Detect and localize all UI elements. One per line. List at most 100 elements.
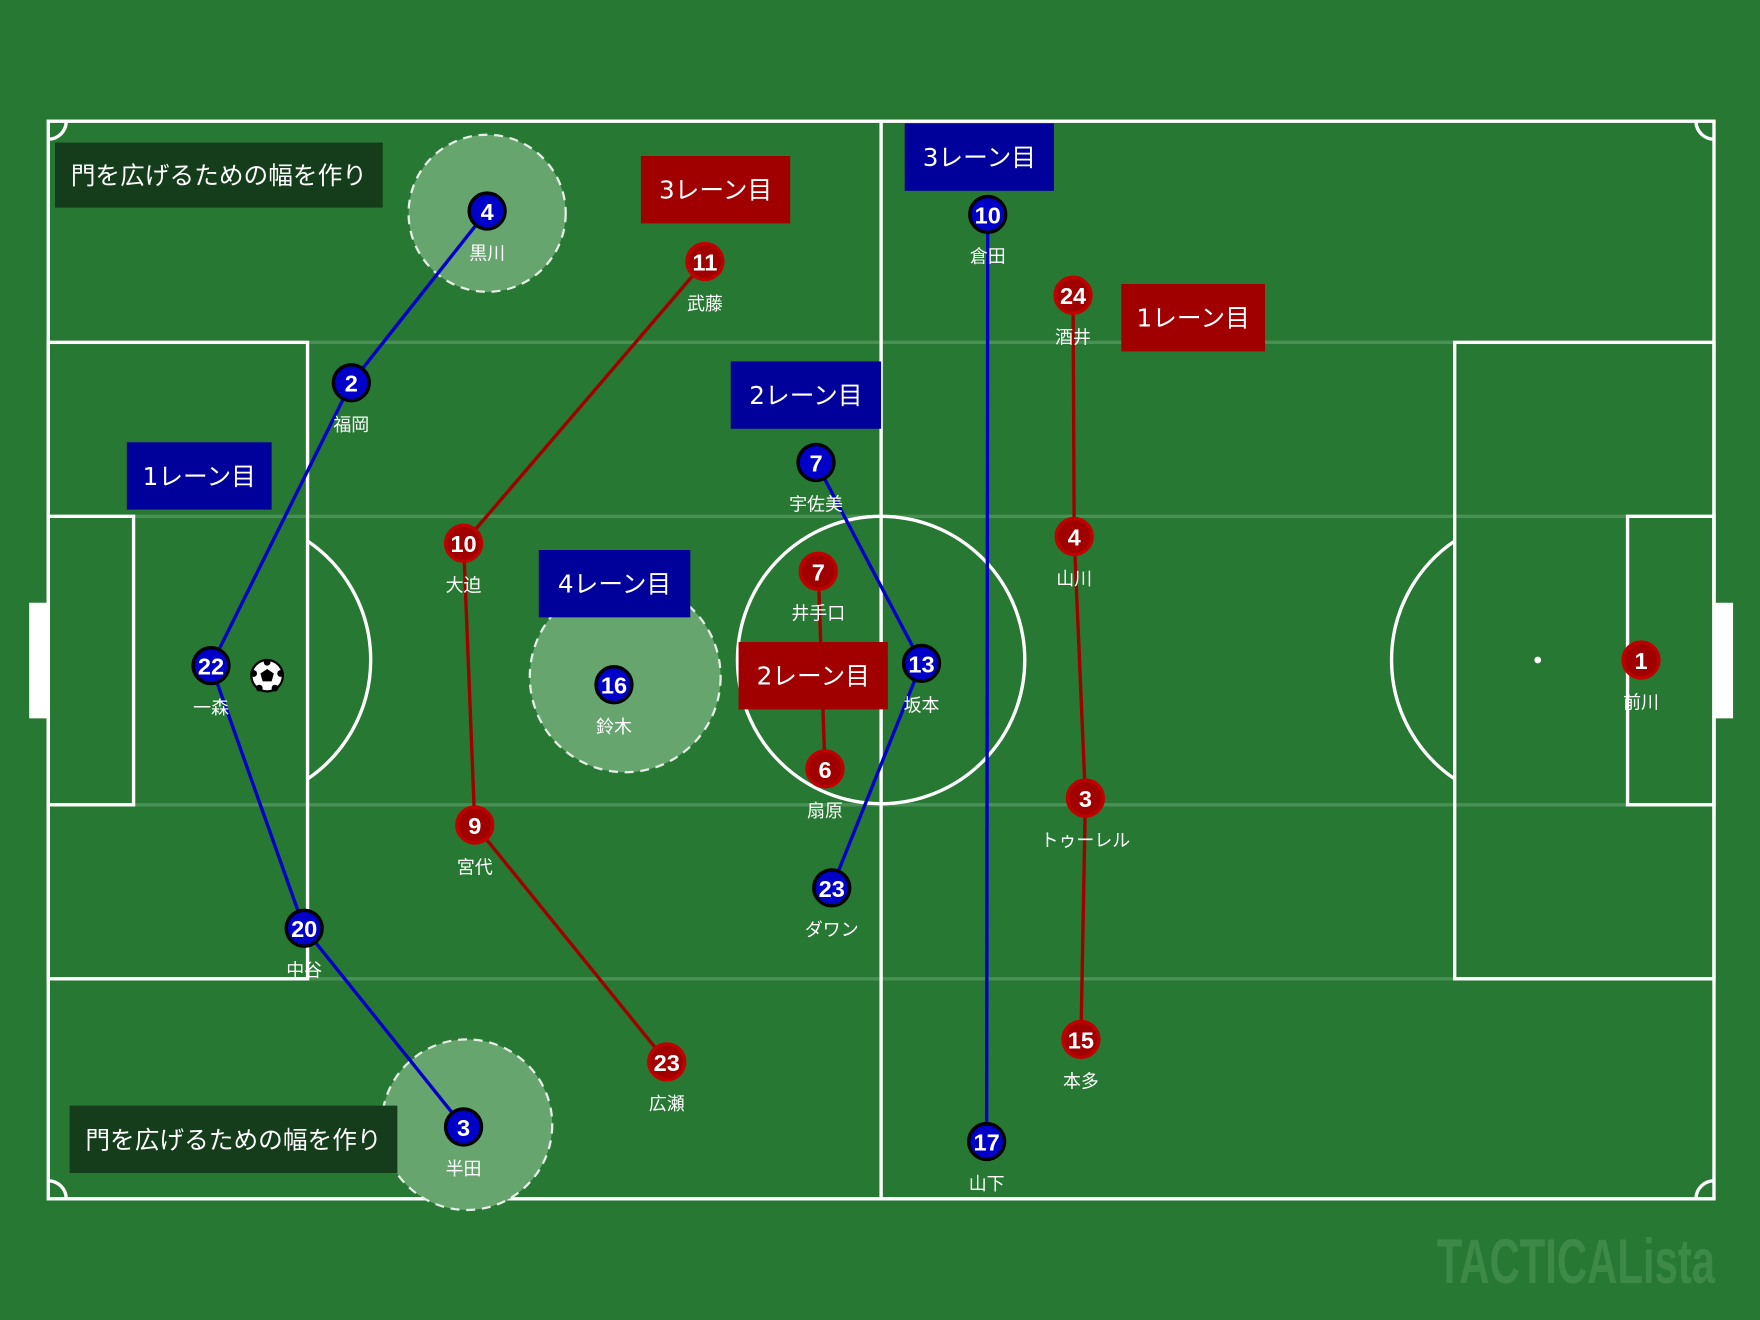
- player-number: 4: [481, 199, 494, 225]
- player-number: 17: [974, 1130, 1000, 1156]
- blue-player[interactable]: 17 山下: [966, 1121, 1007, 1195]
- player-marker: [805, 749, 845, 789]
- red-player[interactable]: 9 宮代: [455, 805, 495, 878]
- player-name: 坂本: [904, 696, 940, 717]
- player-marker: [443, 1107, 484, 1147]
- player-name: 本多: [1063, 1072, 1099, 1093]
- player-number: 3: [457, 1115, 470, 1141]
- player-marker: [1065, 778, 1106, 818]
- blue-player[interactable]: 3 半田: [443, 1107, 484, 1180]
- player-name: 酒井: [1055, 327, 1091, 348]
- player-name: 扇原: [807, 801, 843, 822]
- player-name: 広瀬: [649, 1094, 685, 1115]
- player-number: 15: [1068, 1027, 1094, 1053]
- player-name: 宮代: [457, 857, 493, 878]
- red-link-line: [461, 260, 707, 1063]
- soccer-ball-icon: [250, 658, 284, 693]
- blue-lane-label: 1レーン目: [126, 442, 272, 510]
- blue-player[interactable]: 10 倉田: [968, 194, 1008, 268]
- player-marker: [966, 1121, 1007, 1162]
- blue-lane-label-text: 2レーン目: [749, 381, 862, 410]
- player-marker: [443, 523, 484, 563]
- blue-lane-label: 2レーン目: [730, 361, 882, 429]
- player-marker: [331, 363, 371, 403]
- player-name: ダワン: [805, 920, 859, 941]
- blue-player[interactable]: 23 ダワン: [805, 868, 859, 941]
- red-lane-label-text: 2レーン目: [757, 662, 870, 691]
- player-marker: [467, 191, 507, 231]
- red-player[interactable]: 7 井手口: [791, 551, 845, 625]
- blue-lane-label-text: 1レーン目: [143, 462, 256, 491]
- player-number: 10: [975, 202, 1001, 228]
- player-marker: [1054, 516, 1094, 557]
- player-number: 4: [1068, 525, 1081, 551]
- red-lane-label: 3レーン目: [640, 156, 791, 224]
- player-name: 一森: [193, 698, 229, 719]
- players: 4黒川2福岡22一森20中谷3半田16鈴木7宇佐美13坂本23ダワン10倉田17…: [191, 191, 1661, 1195]
- player-marker: [191, 645, 231, 686]
- player-marker: [798, 551, 838, 591]
- blue-lane-label-text: 3レーン目: [923, 143, 1036, 172]
- player-number: 23: [819, 876, 845, 902]
- player-marker: [968, 194, 1008, 235]
- right-goal: [1713, 602, 1734, 719]
- red-player[interactable]: 23 広瀬: [647, 1042, 687, 1115]
- red-player[interactable]: 6 扇原: [805, 749, 845, 822]
- red-lane-label-text: 3レーン目: [659, 176, 772, 205]
- left-goal: [29, 602, 49, 719]
- player-name: トゥーレル: [1041, 830, 1131, 851]
- player-name: 武藤: [687, 294, 723, 315]
- labels: 門を広げるための幅を作り門を広げるための幅を作り1レーン目4レーン目2レーン目3…: [55, 123, 1265, 1173]
- watermark-logo: TACTICALista: [1437, 1227, 1716, 1297]
- blue-player[interactable]: 22 一森: [191, 645, 231, 719]
- blue-lane-label: 4レーン目: [538, 550, 691, 618]
- player-marker: [647, 1042, 687, 1082]
- width-note-text: 門を広げるための幅を作り: [71, 161, 367, 190]
- red-player[interactable]: 3 トゥーレル: [1041, 778, 1131, 851]
- player-marker: [1061, 1019, 1101, 1060]
- player-marker: [901, 643, 942, 684]
- red-player[interactable]: 1前川: [1621, 640, 1661, 713]
- red-lane-label: 1レーン目: [1121, 283, 1265, 352]
- player-name: 宇佐美: [789, 495, 843, 516]
- player-name: 倉田: [970, 247, 1006, 268]
- player-name: 福岡: [333, 415, 369, 436]
- blue-player[interactable]: 4黒川: [467, 191, 507, 264]
- player-number: 6: [818, 757, 831, 783]
- width-note: 門を広げるための幅を作り: [55, 142, 383, 208]
- player-name: 大迫: [446, 576, 482, 597]
- player-name: 山下: [969, 1174, 1005, 1195]
- player-marker: [812, 868, 852, 908]
- red-lane-label: 2レーン目: [738, 642, 888, 710]
- red-player[interactable]: 4 山川: [1054, 516, 1094, 590]
- player-name: 井手口: [791, 604, 845, 625]
- player-number: 3: [1079, 786, 1092, 812]
- red-lane-label-text: 1レーン目: [1137, 304, 1250, 333]
- player-number: 22: [198, 654, 224, 680]
- player-marker: [1621, 640, 1661, 680]
- player-marker: [796, 442, 836, 483]
- player-marker: [455, 805, 495, 845]
- player-number: 9: [468, 813, 481, 839]
- blue-player[interactable]: 2福岡: [331, 363, 371, 436]
- player-number: 7: [812, 559, 825, 585]
- red-player[interactable]: 15 本多: [1061, 1019, 1101, 1093]
- blue-lane-label: 3レーン目: [904, 123, 1054, 191]
- player-name: 半田: [446, 1159, 482, 1180]
- player-number: 23: [654, 1050, 680, 1076]
- player-marker: [284, 908, 324, 948]
- player-name: 山川: [1056, 569, 1092, 590]
- player-number: 1: [1634, 648, 1647, 674]
- player-marker: [594, 665, 634, 705]
- player-name: 鈴木: [596, 717, 632, 738]
- player-name: 中谷: [286, 961, 322, 982]
- penalty-spot: [1534, 656, 1542, 664]
- width-note-text: 門を広げるための幅を作り: [85, 1125, 381, 1154]
